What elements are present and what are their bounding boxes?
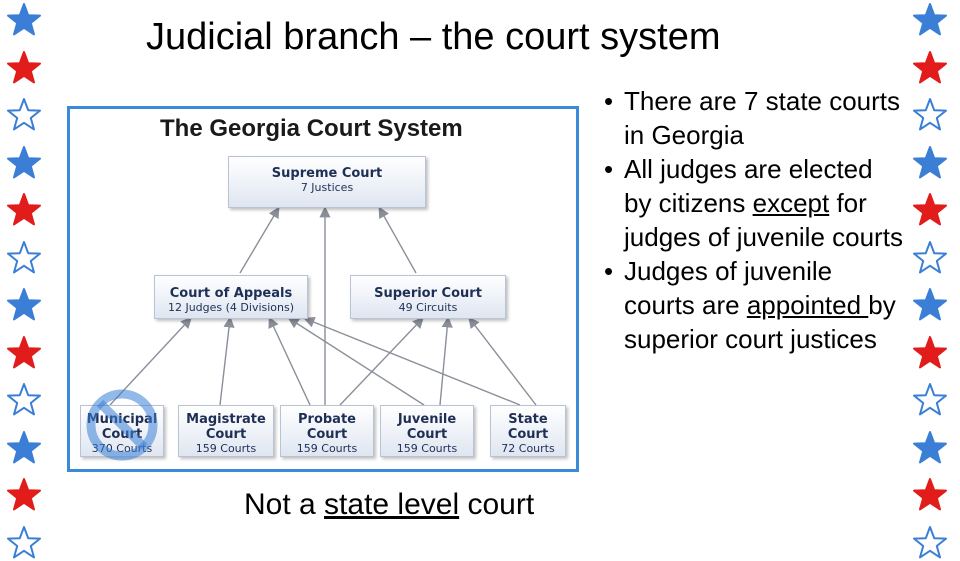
node-superior-court: Superior Court 49 Circuits xyxy=(350,275,506,319)
court-system-diagram: The Georgia Court System Supreme Court 7… xyxy=(67,106,579,472)
bullet-text: There are 7 state courts in Georgia xyxy=(624,86,901,150)
star-icon xyxy=(6,2,42,38)
bullet-underlined-text: except xyxy=(752,188,830,218)
municipal-court-note: Not a state level court xyxy=(244,488,534,522)
node-magistrate-court: Magistrate Court 159 Courts xyxy=(178,405,274,457)
node-sub: 49 Circuits xyxy=(398,301,458,314)
node-court-of-appeals: Court of Appeals 12 Judges (4 Divisions) xyxy=(154,275,308,319)
prohibition-sign-icon xyxy=(86,389,158,461)
node-supreme-court: Supreme Court 7 Justices xyxy=(228,156,426,208)
star-icon xyxy=(912,2,948,38)
star-icon xyxy=(6,192,42,228)
star-icon xyxy=(6,525,42,561)
left-star-border xyxy=(6,0,46,558)
node-name: State Court xyxy=(507,412,549,442)
star-icon xyxy=(912,477,948,513)
star-icon xyxy=(6,287,42,323)
slide-title: Judicial branch – the court system xyxy=(146,16,721,58)
node-sub: 12 Judges (4 Divisions) xyxy=(167,301,295,314)
node-name: Juvenile Court xyxy=(397,412,457,442)
star-icon xyxy=(912,382,948,418)
note-before: Not a xyxy=(244,488,325,521)
bullet-item: • All judges are elected by citizens exce… xyxy=(604,152,904,254)
star-icon xyxy=(6,430,42,466)
star-icon xyxy=(6,382,42,418)
diagram-title: The Georgia Court System xyxy=(160,115,463,142)
star-icon xyxy=(912,97,948,133)
star-icon xyxy=(6,97,42,133)
star-icon xyxy=(912,287,948,323)
bullet-text: by superior court justices xyxy=(624,290,896,354)
node-sub: 7 Justices xyxy=(300,181,354,194)
node-juvenile-court: Juvenile Court 159 Courts xyxy=(380,405,474,457)
node-probate-court: Probate Court 159 Courts xyxy=(280,405,374,457)
star-icon xyxy=(6,240,42,276)
note-after: court xyxy=(459,488,535,521)
bullet-text: for judges of juvenile courts xyxy=(624,188,903,252)
bullet-item: • Judges of juvenile courts are appointed… xyxy=(604,254,904,356)
node-name: Probate Court xyxy=(298,412,356,442)
node-state-court: State Court 72 Courts xyxy=(490,405,566,457)
star-icon xyxy=(912,525,948,561)
star-icon xyxy=(912,430,948,466)
node-name: Supreme Court xyxy=(271,166,383,181)
star-icon xyxy=(912,192,948,228)
node-sub: 159 Courts xyxy=(396,442,458,455)
star-icon xyxy=(912,50,948,86)
bullet-text: All judges are elected by citizens xyxy=(624,154,873,218)
bullet-list: • There are 7 state courts in Georgia • All… xyxy=(604,84,904,356)
bullet-dot: • xyxy=(604,86,614,116)
bullet-item: • There are 7 state courts in Georgia xyxy=(604,84,904,152)
node-sub: 159 Courts xyxy=(195,442,257,455)
node-name: Court of Appeals xyxy=(169,286,293,301)
star-icon xyxy=(6,477,42,513)
star-icon xyxy=(6,145,42,181)
node-name: Superior Court xyxy=(374,286,482,301)
bullet-dot: • xyxy=(604,154,614,184)
star-icon xyxy=(6,335,42,371)
bullet-underlined-text: appointed xyxy=(746,290,869,320)
star-icon xyxy=(6,50,42,86)
node-name: Magistrate Court xyxy=(186,412,266,442)
star-icon xyxy=(912,335,948,371)
node-sub: 159 Courts xyxy=(296,442,358,455)
note-underlined: state level xyxy=(324,488,460,521)
bullet-dot: • xyxy=(604,256,614,286)
bullet-text: Judges of juvenile courts are xyxy=(624,256,833,320)
node-sub: 72 Courts xyxy=(501,442,555,455)
star-icon xyxy=(912,145,948,181)
star-icon xyxy=(912,240,948,276)
right-star-border xyxy=(912,0,952,558)
